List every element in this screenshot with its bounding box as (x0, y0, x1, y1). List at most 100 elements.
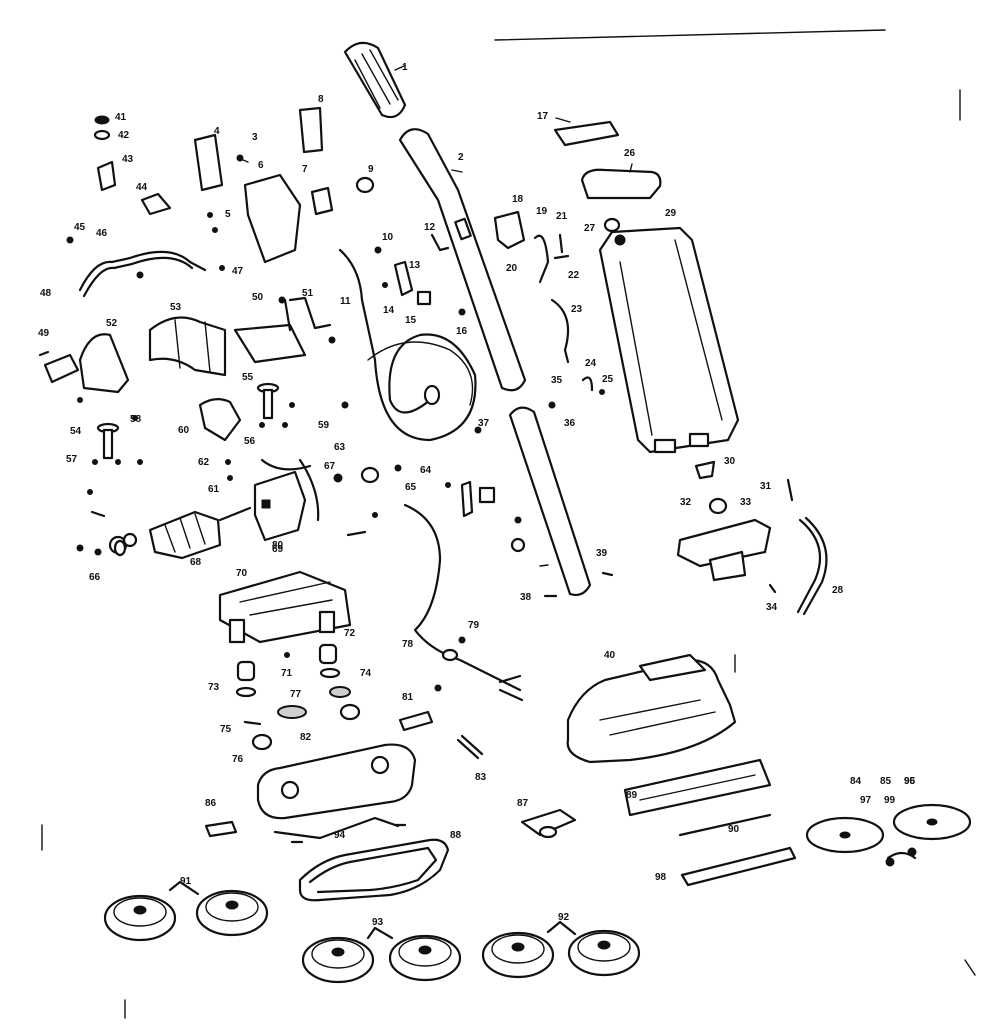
callout-number: 88 (450, 830, 462, 841)
callout-number: 17 (537, 111, 549, 122)
callout-number: 47 (232, 266, 244, 277)
small-hardware-right (601, 460, 794, 594)
callout-number: 14 (383, 305, 395, 316)
callout-number: 60 (178, 425, 190, 436)
callout-number: 43 (122, 154, 134, 165)
callout-number: 5 (225, 209, 231, 220)
grommet-27 (603, 217, 621, 233)
top-left-hardware (93, 115, 172, 216)
upper-handle-tube (398, 128, 527, 392)
bag-adapter (676, 497, 772, 582)
callout-number: 6 (258, 160, 264, 171)
lower-power-cord (403, 503, 524, 702)
wheel (195, 889, 269, 937)
callout-number: 51 (302, 288, 314, 299)
cord-clip-17 (553, 117, 620, 147)
callout-number: 65 (405, 482, 417, 493)
callout-number: 7 (302, 164, 308, 175)
callout-number: 52 (106, 318, 118, 329)
callout-number: 4 (214, 126, 220, 137)
motor-base (218, 570, 352, 644)
callout-number: 25 (602, 374, 614, 385)
callout-number: 37 (478, 418, 490, 429)
callout-number: 40 (604, 650, 616, 661)
callout-number: 11 (340, 296, 351, 307)
callout-number: 57 (66, 454, 78, 465)
latch-24-25 (548, 376, 605, 409)
wheel (567, 929, 641, 977)
bracket-87 (520, 808, 577, 839)
callout-number: 2 (458, 152, 464, 163)
callout-number: 34 (766, 602, 778, 613)
callout-number: 13 (409, 260, 421, 271)
callout-number: 8 (318, 94, 324, 105)
callout-number: 80 (272, 540, 284, 551)
wheel (388, 934, 462, 982)
callout-number: 58 (130, 414, 142, 425)
callout-number: 73 (208, 682, 220, 693)
callout-number: 30 (724, 456, 736, 467)
handle-bracket-parts (493, 210, 570, 364)
callout-number: 69 (272, 544, 284, 555)
lower-left-hardware (204, 710, 484, 840)
callout-number: 9 (368, 164, 374, 175)
callout-number: 76 (232, 754, 244, 765)
callout-number: 22 (568, 270, 580, 281)
callout-number: 21 (556, 211, 568, 222)
callout-number: 83 (475, 772, 487, 783)
callout-number: 99 (884, 795, 896, 806)
callout-number: 67 (324, 461, 336, 472)
callout-number: 3 (252, 132, 258, 143)
callout-number: 91 (180, 876, 192, 887)
callout-number: 94 (334, 830, 346, 841)
bag-top-cap (580, 163, 662, 200)
callout-number: 18 (512, 194, 524, 205)
callout-number: 96 (904, 776, 916, 787)
callout-number: 77 (290, 689, 302, 700)
bracket-51 (283, 296, 332, 332)
callout-number: 70 (236, 568, 248, 579)
small-screws (76, 154, 917, 867)
callout-number: 86 (205, 798, 217, 809)
callout-number: 61 (208, 484, 220, 495)
callout-number: 82 (300, 732, 312, 743)
motor-field (253, 458, 320, 542)
brush-holder (198, 398, 242, 442)
callout-number: 78 (402, 639, 414, 650)
callout-number: 31 (760, 481, 772, 492)
callout-number: 46 (96, 228, 108, 239)
callout-number: 74 (360, 668, 372, 679)
callout-number: 20 (506, 263, 518, 274)
callout-number: 1 (402, 62, 408, 73)
callout-number: 63 (334, 442, 346, 453)
callout-number: 90 (728, 824, 740, 835)
callout-number: 36 (564, 418, 576, 429)
callout-number: 64 (420, 465, 432, 476)
callout-labels: 1 2 3 4 5 6 7 8 9 10 11 12 13 14 15 16 1… (38, 62, 916, 928)
motor-armature (108, 506, 252, 560)
callout-number: 41 (115, 112, 127, 123)
callout-number: 19 (536, 206, 548, 217)
callout-number: 35 (551, 375, 563, 386)
callout-number: 39 (596, 548, 608, 559)
callout-number: 50 (252, 292, 264, 303)
callout-number: 54 (70, 426, 82, 437)
callout-number: 29 (665, 208, 677, 219)
callout-number: 27 (584, 223, 596, 234)
callout-number: 42 (118, 130, 130, 141)
spindles (96, 382, 280, 460)
callout-number: 32 (680, 497, 692, 508)
wheel (301, 936, 375, 984)
callout-number: 81 (402, 692, 414, 703)
callout-number: 44 (136, 182, 148, 193)
callout-number: 28 (832, 585, 844, 596)
callout-number: 16 (456, 326, 468, 337)
callout-number: 23 (571, 304, 583, 315)
strips (623, 758, 797, 887)
callout-number: 45 (74, 222, 86, 233)
handle-grip (343, 41, 407, 119)
callout-number: 26 (624, 148, 636, 159)
callout-number: 33 (740, 497, 752, 508)
callout-number: 87 (517, 798, 529, 809)
callout-number: 62 (198, 457, 210, 468)
